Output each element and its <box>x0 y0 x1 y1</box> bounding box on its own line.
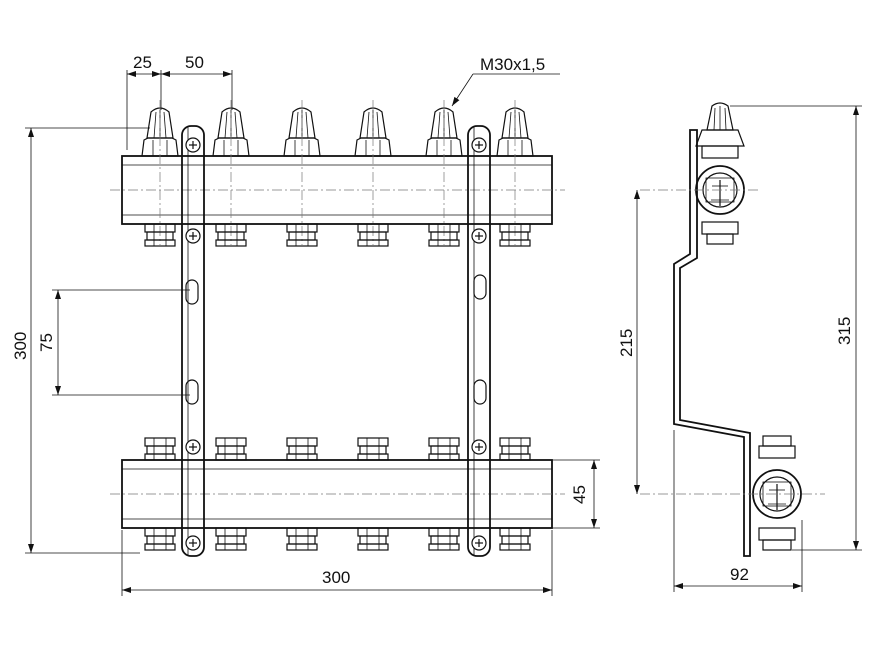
dim-bar-45: 45 <box>552 459 600 529</box>
screw-2 <box>185 228 201 244</box>
dim-side-215: 215 <box>617 190 640 494</box>
upper-outlet-fittings <box>144 223 531 247</box>
lower-outlet-fittings <box>144 527 531 551</box>
lower-outlet-3 <box>286 527 318 551</box>
lower-outlet-4 <box>357 527 389 551</box>
dim-height-300: 300 <box>11 127 150 554</box>
valve-knob-4 <box>354 100 392 245</box>
dim-slot-75: 75 <box>37 289 190 396</box>
lower-top-fitting-1 <box>144 437 176 461</box>
lower-top-fitting-4 <box>357 437 389 461</box>
side-upper-valve <box>640 102 760 245</box>
right-bracket <box>467 125 491 557</box>
dim-label-300-vertical: 300 <box>11 332 30 360</box>
upper-manifold-bar <box>110 155 565 225</box>
dim-label-45: 45 <box>570 485 589 504</box>
dim-width-300: 300 <box>121 530 553 596</box>
upper-outlet-1 <box>144 223 176 247</box>
valve-knobs <box>141 100 534 245</box>
valve-knob-2 <box>212 100 250 245</box>
dim-side-92: 92 <box>673 430 803 592</box>
lower-outlet-5 <box>428 527 460 551</box>
screw-8 <box>471 535 487 551</box>
lower-manifold-bar <box>110 459 565 529</box>
screw-6 <box>471 228 487 244</box>
lower-top-fitting-3 <box>286 437 318 461</box>
valve-knob-5 <box>425 100 463 245</box>
dim-top-pitch: 25 50 <box>126 53 233 150</box>
upper-outlet-3 <box>286 223 318 247</box>
thread-callout: M30x1,5 <box>451 55 560 107</box>
front-view: 25 50 M30x1,5 300 75 300 <box>11 53 600 596</box>
lower-top-fitting-5 <box>428 437 460 461</box>
dim-label-92: 92 <box>730 565 749 584</box>
screw-3 <box>185 439 201 455</box>
screw-1 <box>185 137 201 153</box>
valve-knob-1 <box>141 100 179 245</box>
lower-top-fitting-2 <box>215 437 247 461</box>
screws <box>185 137 487 551</box>
upper-outlet-5 <box>428 223 460 247</box>
side-bracket <box>673 129 751 557</box>
dim-label-25: 25 <box>133 53 152 72</box>
screw-7 <box>471 439 487 455</box>
dim-label-315: 315 <box>835 317 854 345</box>
dim-label-50: 50 <box>185 53 204 72</box>
valve-knob-3 <box>283 100 321 245</box>
lower-top-fittings <box>144 437 531 461</box>
dim-side-315: 315 <box>730 105 862 551</box>
lower-outlet-2 <box>215 527 247 551</box>
upper-outlet-2 <box>215 223 247 247</box>
dim-label-75: 75 <box>37 333 56 352</box>
dim-label-300-horizontal: 300 <box>322 568 350 587</box>
lower-outlet-6 <box>499 527 531 551</box>
lower-outlet-1 <box>144 527 176 551</box>
dim-label-215: 215 <box>617 329 636 357</box>
valve-knob-6 <box>496 100 534 245</box>
screw-5 <box>471 137 487 153</box>
side-view: 215 315 92 <box>617 102 862 592</box>
left-bracket <box>181 125 205 557</box>
lower-top-fitting-6 <box>499 437 531 461</box>
side-lower-valve <box>640 435 825 551</box>
upper-outlet-6 <box>499 223 531 247</box>
thread-label: M30x1,5 <box>480 55 545 74</box>
screw-4 <box>185 535 201 551</box>
upper-outlet-4 <box>357 223 389 247</box>
